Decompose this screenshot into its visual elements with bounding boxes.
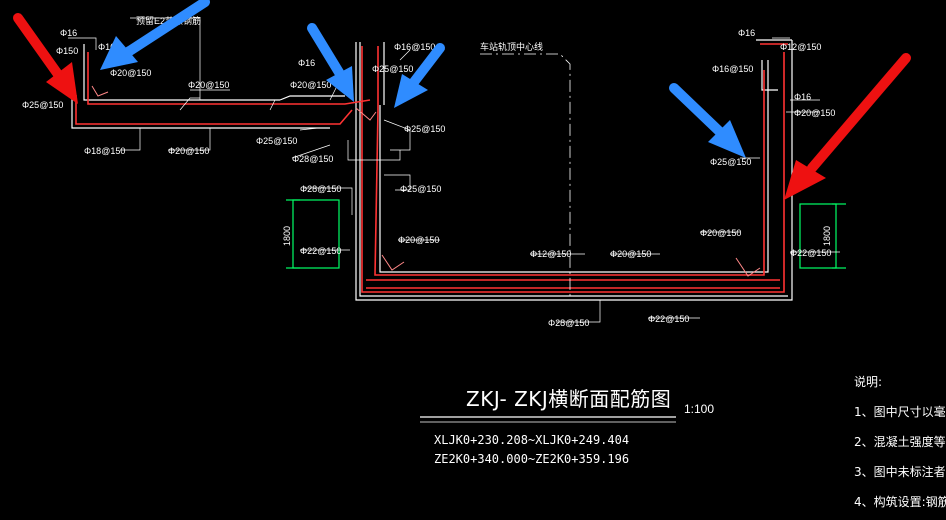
label-right-16c: Φ16 xyxy=(794,92,811,102)
annotation-arrows xyxy=(13,0,911,200)
label-center-note: 车站轨顶中心线 xyxy=(480,41,543,52)
range-line-1: XLJK0+230.208~XLJK0+249.404 xyxy=(434,433,629,447)
red-arrow-icon xyxy=(784,53,911,200)
label-slab-12: Φ12@150 xyxy=(530,249,571,259)
blue-arrow-icon xyxy=(100,0,210,70)
label-right-20: Φ20@150 xyxy=(794,108,835,118)
note-item: 1、图中尺寸以毫米 xyxy=(854,404,946,419)
note-item: 4、构筑设置:钢筋 xyxy=(854,494,946,509)
concrete-outline xyxy=(71,39,793,301)
label-wall-28b: Φ28@150 xyxy=(300,184,341,194)
label-wall-20e: Φ20@150 xyxy=(398,235,439,245)
rebar-lines xyxy=(75,43,788,293)
label-slab-28: Φ28@150 xyxy=(548,318,589,328)
label-right-20b: Φ20@150 xyxy=(700,228,741,238)
label-right-22: Φ22@150 xyxy=(790,248,831,258)
label-wall-25: Φ25@150 xyxy=(372,64,413,74)
label-wall-16: Φ16@150 xyxy=(394,42,435,52)
dim-right: 1800 xyxy=(822,226,832,246)
drawing-scale: 1:100 xyxy=(684,402,714,416)
label-left-28a: Φ28@150 xyxy=(292,154,333,164)
label-slab-22: Φ22@150 xyxy=(648,314,689,324)
dimension-text: 1800 1800 xyxy=(282,226,832,246)
label-right-16b: Φ16@150 xyxy=(712,64,753,74)
label-left-18: Φ18@150 xyxy=(84,146,125,156)
dim-left: 1800 xyxy=(282,226,292,246)
blue-arrow-icon xyxy=(307,23,354,102)
notes-heading: 说明: xyxy=(854,374,882,389)
range-line-2: ZE2K0+340.000~ZE2K0+359.196 xyxy=(434,452,629,466)
blue-arrow-icon xyxy=(669,83,746,158)
label-left-20b: Φ20@150 xyxy=(168,146,209,156)
label-left-20d: Φ20@150 xyxy=(290,80,331,90)
note-item: 2、混凝土强度等级 xyxy=(854,434,946,449)
center-line xyxy=(480,53,571,300)
note-item: 3、图中未标注者, xyxy=(854,464,946,479)
label-wall-25c: Φ25@150 xyxy=(400,184,441,194)
label-top-left-150: Φ150 xyxy=(56,46,78,56)
drawing-title: ZKJ- ZKJ横断面配筋图 xyxy=(466,387,671,411)
blue-arrow-icon xyxy=(394,43,445,108)
leader-lines xyxy=(68,17,840,323)
label-right-25: Φ25@150 xyxy=(710,157,751,167)
title-block: ZKJ- ZKJ横断面配筋图 1:100 XLJK0+230.208~XLJK0… xyxy=(420,387,714,466)
label-left-20c: Φ20@150 xyxy=(188,80,229,90)
label-top-left-16: Φ16 xyxy=(60,28,77,38)
label-left-25: Φ25@150 xyxy=(22,100,63,110)
red-arrow-icon xyxy=(13,13,78,104)
label-top-left-16b: Φ16 xyxy=(98,42,115,52)
label-left-25b: Φ25@150 xyxy=(256,136,297,146)
label-right-16: Φ16 xyxy=(738,28,755,38)
dimension-markers xyxy=(286,199,846,269)
label-wall-25b: Φ25@150 xyxy=(404,124,445,134)
notes-block: 说明: 1、图中尺寸以毫米 2、混凝土强度等级 3、图中未标注者, 4、构筑设置… xyxy=(854,374,946,509)
label-left-16c: Φ16 xyxy=(298,58,315,68)
label-left-20a: Φ20@150 xyxy=(110,68,151,78)
label-slab-20: Φ20@150 xyxy=(610,249,651,259)
label-right-12: Φ12@150 xyxy=(780,42,821,52)
label-wall-22: Φ22@150 xyxy=(300,246,341,256)
